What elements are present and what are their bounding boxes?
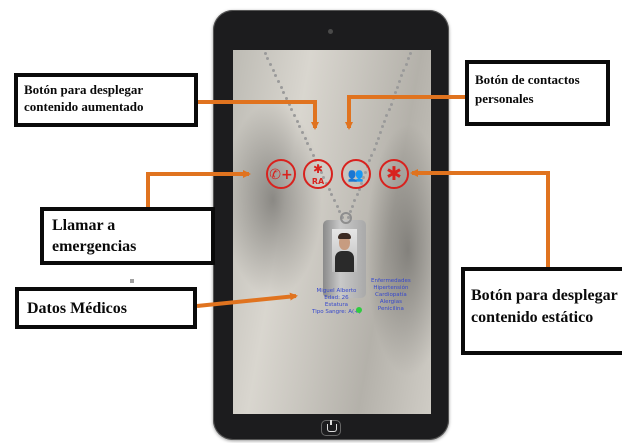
chain-bead xyxy=(370,153,374,157)
ra-badge: RA xyxy=(311,177,325,186)
id-photo xyxy=(332,229,357,272)
chain-bead xyxy=(303,136,307,140)
chain-bead xyxy=(381,125,385,129)
augmented-content-button[interactable]: ✱ RA xyxy=(303,159,333,189)
small-marker xyxy=(130,279,134,283)
medical-data-left: Miguel Alberto Edad: 26 Estatura Tipo Sa… xyxy=(312,288,361,316)
chain-bead xyxy=(266,57,270,61)
chain-bead xyxy=(309,148,312,151)
chain-bead xyxy=(298,125,302,129)
label-augmented-content: Botón para desplegar contenido aumentado xyxy=(14,73,198,127)
photo-face xyxy=(339,235,350,250)
chain-bead xyxy=(383,119,387,123)
arrow-augmented xyxy=(198,100,319,130)
tablet-device: ✆+ ✱ RA 👥 ✱ Miguel Alberto Edad: 26 Esta… xyxy=(213,10,449,440)
chain-bead xyxy=(277,80,280,83)
chain-bead xyxy=(355,193,359,197)
medical-data-right: Enfermedades Hipertensión Cardiopatía Al… xyxy=(371,278,411,313)
chain-bead xyxy=(404,63,408,66)
chain-bead xyxy=(335,204,339,208)
chain-bead xyxy=(269,63,272,66)
medical-line: Penicilina xyxy=(377,306,404,312)
chain-bead xyxy=(327,187,331,191)
chain-bead xyxy=(295,119,299,123)
chain-bead xyxy=(263,51,267,55)
chain-bead xyxy=(271,68,275,72)
chain-bead xyxy=(402,68,406,72)
dog-tag xyxy=(323,212,366,298)
medical-line: Alergias xyxy=(379,299,402,305)
chain-bead xyxy=(387,108,391,112)
chain-bead xyxy=(351,204,355,208)
chain-bead xyxy=(282,91,286,95)
chain-bead xyxy=(376,136,380,140)
status-dot xyxy=(356,307,362,313)
arrow-medical xyxy=(196,292,298,308)
medical-line: Miguel Alberto xyxy=(316,288,357,294)
chain-bead xyxy=(274,74,278,78)
chain-bead xyxy=(372,148,376,151)
medical-line: Hipertensión xyxy=(373,285,409,291)
home-icon xyxy=(327,420,337,432)
label-static-content: Botón para desplegar contenido estático xyxy=(461,267,622,355)
home-button[interactable] xyxy=(321,420,341,436)
chain-bead xyxy=(406,57,410,61)
chain-bead xyxy=(379,131,382,134)
chain-bead xyxy=(353,199,357,202)
contacts-icon: 👥 xyxy=(347,168,365,183)
chain-bead xyxy=(301,131,304,134)
arrow-emergency xyxy=(146,170,251,207)
chain-bead xyxy=(400,74,404,78)
medical-star-icon: ✱ xyxy=(312,162,324,176)
chain-bead xyxy=(349,210,353,214)
medical-star-icon: ✱ xyxy=(386,163,402,185)
medical-line: Cardiopatía xyxy=(375,292,407,298)
arrow-static xyxy=(410,169,550,267)
chain-bead xyxy=(333,199,336,202)
chain-bead xyxy=(306,142,310,146)
chain-bead xyxy=(368,159,372,163)
chain-bead xyxy=(385,114,389,117)
chain-bead xyxy=(290,108,294,112)
static-content-button[interactable]: ✱ xyxy=(379,159,409,189)
chain-bead xyxy=(279,85,283,89)
medical-line: Edad: 26 xyxy=(324,295,349,301)
chain-bead xyxy=(293,114,296,117)
front-camera xyxy=(328,29,333,34)
personal-contacts-button[interactable]: 👥 xyxy=(341,159,371,189)
label-medical-data: Datos Médicos xyxy=(15,287,197,329)
chain-bead xyxy=(374,142,378,146)
chain-bead xyxy=(393,91,397,95)
chain-bead xyxy=(396,85,400,89)
medical-line: Estatura xyxy=(324,302,349,308)
tablet-screen: ✆+ ✱ RA 👥 ✱ Miguel Alberto Edad: 26 Esta… xyxy=(233,50,431,414)
label-personal-contacts: Botón de contactos personales xyxy=(465,60,610,126)
chain-bead xyxy=(338,210,342,214)
chain-bead xyxy=(285,97,288,100)
chain-bead xyxy=(287,102,291,106)
chain-bead xyxy=(330,193,334,197)
medical-line: Tipo Sangre: A(+) xyxy=(312,309,361,315)
photo-shirt xyxy=(335,251,354,272)
phone-plus-icon: ✆+ xyxy=(269,167,293,183)
chain-bead xyxy=(389,102,393,106)
chain-bead xyxy=(311,153,315,157)
chain-bead xyxy=(398,80,402,83)
label-emergency-call: Llamar a emergencias xyxy=(40,207,215,265)
chain-bead xyxy=(357,187,361,191)
emergency-call-button[interactable]: ✆+ xyxy=(266,159,296,189)
arrow-contacts xyxy=(345,95,465,130)
medical-line: Enfermedades xyxy=(371,278,411,284)
photo-hair xyxy=(338,233,351,239)
dog-tag-ring xyxy=(340,212,352,224)
chain-bead xyxy=(408,51,412,55)
